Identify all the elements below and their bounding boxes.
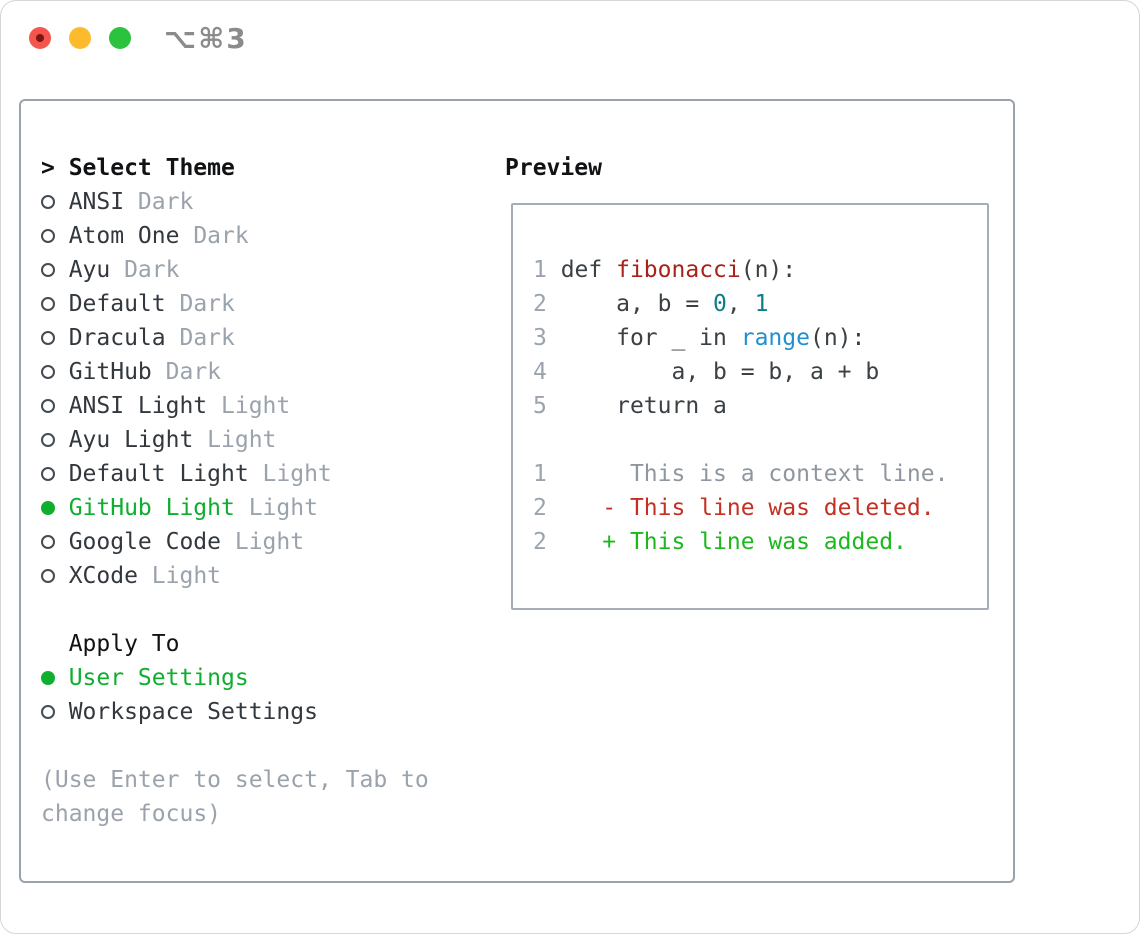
code-preview: 1 def fibonacci(n): 2 a, b = 0, 1 3 for … [533, 253, 948, 559]
builtin-token: range [740, 325, 810, 351]
radio-selected-icon [41, 491, 69, 525]
preview-title: Preview [505, 155, 602, 181]
radio-icon [41, 321, 69, 355]
radio-icon [41, 695, 69, 729]
code-blank-line [533, 423, 948, 457]
title-bar: ⌥⌘3 [1, 1, 1139, 76]
diff-added-line: 2 + This line was added. [533, 529, 907, 555]
apply-to-header: Apply To [68, 631, 180, 657]
radio-icon [41, 389, 69, 423]
zoom-button[interactable] [109, 27, 131, 49]
radio-selected-icon [41, 661, 69, 695]
radio-icon [41, 253, 69, 287]
preview-box: 1 def fibonacci(n): 2 a, b = 0, 1 3 for … [511, 203, 989, 610]
radio-icon [41, 457, 69, 491]
code-line-5: 5 return a [533, 393, 727, 419]
function-name-token: fibonacci [616, 257, 741, 283]
diff-context-line: 1 This is a context line. [533, 461, 949, 487]
window-title-shortcut: ⌥⌘3 [164, 22, 248, 55]
number-token: 1 [754, 291, 769, 317]
code-line-3: 3 for _ in range(n): [533, 325, 866, 351]
radio-icon [41, 423, 69, 457]
code-line-1: 1 def fibonacci(n): [533, 257, 797, 283]
select-theme-header: > Select Theme [41, 151, 429, 185]
minimize-button[interactable] [69, 27, 91, 49]
code-line-4: 4 a, b = b, a + b [533, 359, 880, 385]
gap [41, 729, 429, 763]
radio-icon [41, 287, 69, 321]
number-token: 0 [713, 291, 727, 317]
radio-icon [41, 525, 69, 559]
unsaved-dot-icon [36, 34, 44, 42]
apply-option-user-settings[interactable]: User Settings [41, 661, 429, 695]
code-line-2: 2 a, b = 0, 1 [533, 291, 769, 317]
close-button[interactable] [29, 27, 51, 49]
radio-icon [41, 355, 69, 389]
keyboard-hint-line-2: change focus) [41, 801, 222, 827]
diff-deleted-line: 2 - This line was deleted. [533, 495, 935, 521]
gap [41, 593, 429, 627]
radio-icon [41, 559, 69, 593]
radio-icon [41, 185, 69, 219]
keyboard-hint-line-1: (Use Enter to select, Tab to [41, 767, 429, 793]
select-theme-title: Select Theme [68, 155, 235, 181]
radio-icon [41, 219, 69, 253]
apply-option-workspace-settings[interactable]: Workspace Settings [41, 695, 429, 729]
caret-icon: > [41, 155, 55, 181]
